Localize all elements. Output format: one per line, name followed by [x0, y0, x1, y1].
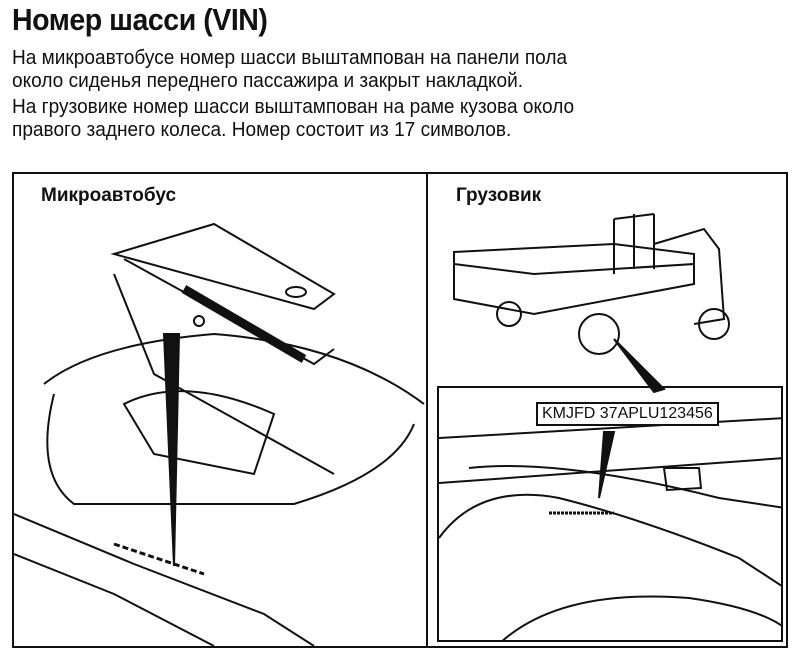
paragraph-line: правого заднего колеса. Номер состоит из… — [12, 118, 512, 141]
paragraph-line: около сиденья переднего пассажира и закр… — [12, 69, 524, 92]
truck-label: Грузовик — [456, 185, 542, 206]
page-title: Номер шасси (VIN) — [12, 2, 268, 37]
truck-illustration — [453, 213, 730, 394]
vin-label: KMJFD 37APLU123456 — [536, 402, 719, 426]
paragraph-line: На грузовике номер шасси выштампован на … — [12, 95, 575, 118]
minibus-floor-illustration — [14, 222, 425, 646]
vin-closeup-inset: KMJFD 37APLU123456 — [437, 386, 783, 642]
illustration-figure: Микроавтобус Грузовик — [12, 172, 788, 648]
paragraph-line: На микроавтобусе номер шасси выштампован… — [12, 46, 568, 69]
minibus-label: Микроавтобус — [41, 185, 177, 206]
frame-closeup-drawing — [439, 417, 781, 640]
figure-divider — [426, 174, 428, 646]
